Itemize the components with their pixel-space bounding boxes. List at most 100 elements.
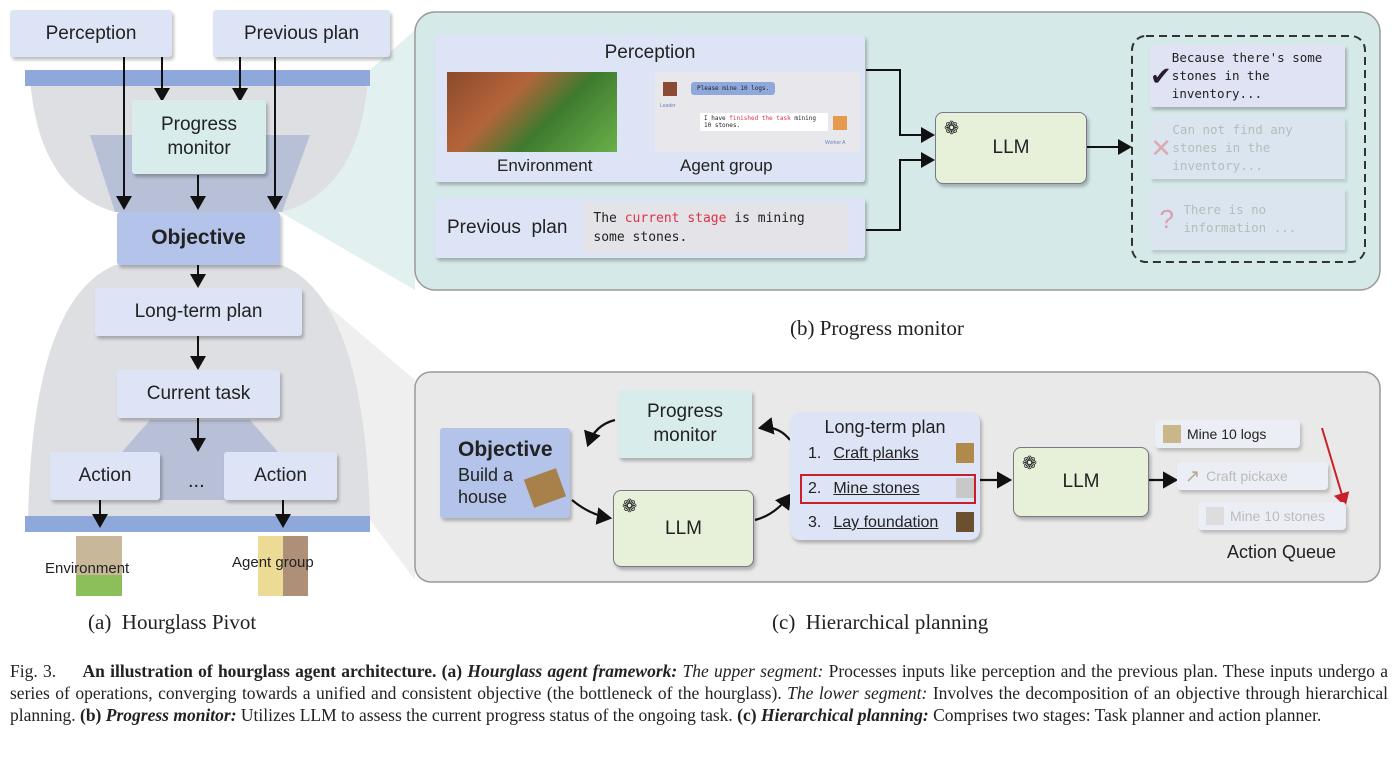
zoom-wedge-b [280, 30, 415, 290]
environment-screenshot [447, 72, 617, 152]
option-text: Can not find any stones in the inventory… [1172, 122, 1293, 173]
log-icon [1163, 425, 1181, 443]
option-not-found: ✕Can not find any stones in the inventor… [1150, 117, 1345, 179]
long-term-plan-box: Long-term plan [95, 288, 302, 336]
ellipsis: ... [188, 470, 205, 492]
cross-icon: ✕ [1150, 132, 1173, 163]
question-icon: ? [1159, 203, 1174, 234]
plan-text: Mine stones [833, 480, 920, 497]
worker-message: I have finished the task mining 10 stone… [700, 113, 828, 131]
objective-box: Objective [117, 212, 280, 265]
label-a: (a) [441, 661, 463, 681]
queue-item-2: ↗ Craft pickaxe [1177, 462, 1328, 490]
agent-group-label: Agent group [232, 554, 314, 571]
caption-b: (b) Progress monitor [790, 316, 964, 340]
lower-segment: The lower segment: [787, 683, 928, 703]
queue-item-3: Mine 10 stones [1198, 502, 1346, 530]
plan-num: 3. [808, 514, 822, 531]
fig-title: An illustration of hourglass agent archi… [82, 661, 437, 681]
previous-plan-text: The current stage is mining some stones. [583, 203, 849, 253]
stone-icon [1206, 507, 1224, 525]
long-term-plan-title: Long-term plan [824, 417, 946, 437]
panel-a-arrows [92, 57, 291, 528]
queue-text: Craft pickaxe [1206, 468, 1288, 484]
agent-group-label: Agent group [680, 156, 773, 175]
upper-text: Processes inputs like perception and the… [10, 661, 1389, 703]
perception-title: Perception [604, 42, 696, 63]
option-confirmed: ✔Because there's some stones in the inve… [1150, 45, 1345, 107]
long-term-plan-card: Long-term plan [790, 412, 980, 540]
plan-num: 1. [808, 445, 822, 462]
leader-avatar [663, 82, 677, 96]
lower-text: Involves the decomposition of an objecti… [10, 683, 1389, 725]
caption-a: (a) Hourglass Pivot [88, 610, 257, 634]
plan-item-2: 2. Mine stones [808, 478, 974, 498]
previous-plan-box: Previous plan [213, 10, 390, 57]
current-plan-highlight [800, 474, 976, 504]
leader-message: Please mine 10 logs. [691, 82, 776, 95]
plan-post: is mining some stones. [593, 211, 805, 245]
figure-caption: Fig. 3. An illustration of hourglass age… [10, 660, 1388, 726]
text-c: Comprises two stages: Task planner and a… [933, 705, 1322, 725]
llm-label: LLM [665, 517, 702, 539]
worker-name: Worker A [825, 140, 846, 146]
option-text: Because there's some stones in the inven… [1171, 50, 1323, 101]
bottom-bar [25, 516, 370, 532]
queue-text: Mine 10 logs [1187, 426, 1267, 442]
check-icon: ✔ [1150, 60, 1172, 91]
house-icon [523, 468, 567, 508]
environment-label: Environment [45, 560, 130, 577]
text-b: Utilizes LLM to assess the current progr… [240, 705, 733, 725]
queue-text: Mine 10 stones [1230, 508, 1325, 524]
pickaxe-icon: ↗ [1185, 465, 1201, 486]
foundation-icon [956, 512, 974, 532]
objective-text: Build a house [458, 464, 514, 508]
objective-title: Objective [458, 438, 553, 462]
plan-num: 2. [808, 480, 822, 497]
agent-chat: Please mine 10 logs. Leader I have finis… [655, 72, 860, 152]
action-box-1: Action [50, 452, 160, 500]
plan-item-1: 1. Craft planks [808, 443, 974, 463]
progress-monitor-box-c: Progress monitor [618, 390, 752, 458]
queue-item-1: Mine 10 logs [1155, 420, 1300, 448]
panel-c-arrows [571, 417, 1179, 525]
name-a: Hourglass agent framework: [467, 661, 678, 681]
panel-b-arrows [866, 69, 1132, 231]
plan-pre: The [593, 211, 625, 226]
plan-highlight: current stage [624, 211, 727, 226]
previous-plan-card: Previous plan The current stage is minin… [435, 198, 865, 258]
queue-order-arrow [1321, 427, 1350, 507]
openai-icon: ❁ [944, 118, 960, 138]
environment-label: Environment [497, 156, 593, 175]
previous-plan-label: Previous plan [447, 217, 568, 239]
llm-label: LLM [1062, 471, 1100, 493]
plan-text: Craft planks [833, 445, 919, 462]
name-b: Progress monitor: [105, 705, 237, 725]
top-bar [25, 70, 370, 86]
environment-block-icon [76, 536, 122, 596]
planks-icon [956, 443, 974, 463]
option-text: There is no information ... [1183, 202, 1297, 235]
plan-text: Lay foundation [833, 514, 939, 531]
fig-number: Fig. 3. [10, 661, 57, 681]
current-task-box: Current task [117, 370, 280, 418]
caption-c: (c) Hierarchical planning [772, 610, 989, 634]
objective-card: Objective Build a house [440, 428, 570, 518]
llm-box-b: ❁ LLM [935, 112, 1087, 184]
worker-avatar [833, 116, 847, 130]
worker-msg-pre: I have [704, 115, 730, 122]
openai-icon: ❁ [622, 496, 638, 516]
options-dashed-border [1131, 35, 1366, 263]
plan-item-3: 3. Lay foundation [808, 512, 974, 532]
upper-segment: The upper segment: [682, 661, 824, 681]
worker-msg-highlight: finished the task [729, 115, 791, 122]
perception-box: Perception [10, 10, 172, 57]
leader-name: Leader [660, 103, 676, 109]
option-unknown: ? There is no information ... [1150, 188, 1345, 250]
action-queue-label: Action Queue [1227, 542, 1337, 562]
agent-group-icon [258, 536, 308, 596]
llm-box-c2: ❁ LLM [1013, 447, 1149, 517]
openai-icon: ❁ [1022, 453, 1038, 473]
name-c: Hierarchical planning: [760, 705, 929, 725]
llm-box-c1: ❁ LLM [613, 490, 754, 567]
